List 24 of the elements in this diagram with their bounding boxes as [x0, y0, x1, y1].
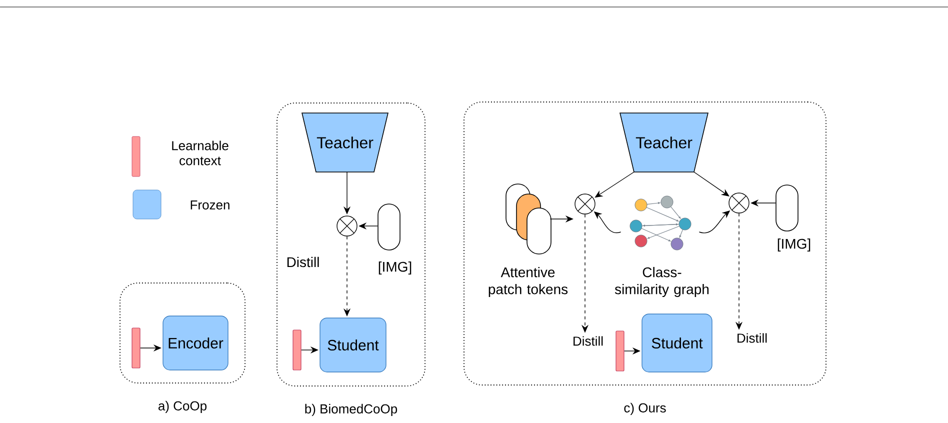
node-label: [IMG]: [778, 238, 810, 252]
node-label: [IMG]: [378, 261, 412, 275]
context-bar: [132, 328, 140, 368]
node-label: Attentive patch tokens: [488, 266, 568, 298]
frozen-box: Student: [320, 318, 386, 372]
teacher-trapezoid: Teacher: [620, 112, 708, 172]
edge-label: Distill: [285, 256, 321, 268]
legend-label: Frozen: [190, 200, 230, 210]
multiply-symbol: [574, 194, 596, 214]
context-bar: [292, 330, 302, 370]
teacher-trapezoid: Teacher: [302, 112, 389, 172]
arrow: [694, 172, 730, 196]
node-label: c) Ours: [624, 402, 666, 416]
context-bar: [616, 330, 624, 372]
multiply-symbol: [728, 192, 750, 214]
multiply-symbol: [336, 216, 358, 236]
node-label: b) BiomedCoOp: [305, 404, 398, 416]
distill-label: Distill: [738, 333, 767, 343]
node-label: a) CoOp: [158, 400, 207, 414]
frozen-box: Encoder: [162, 316, 228, 370]
frozen-box: Student: [642, 314, 712, 372]
distill-label: Distill: [574, 336, 603, 346]
legend-label: Learnable context: [172, 140, 228, 166]
node-label: Class-similarity graph: [614, 266, 709, 298]
